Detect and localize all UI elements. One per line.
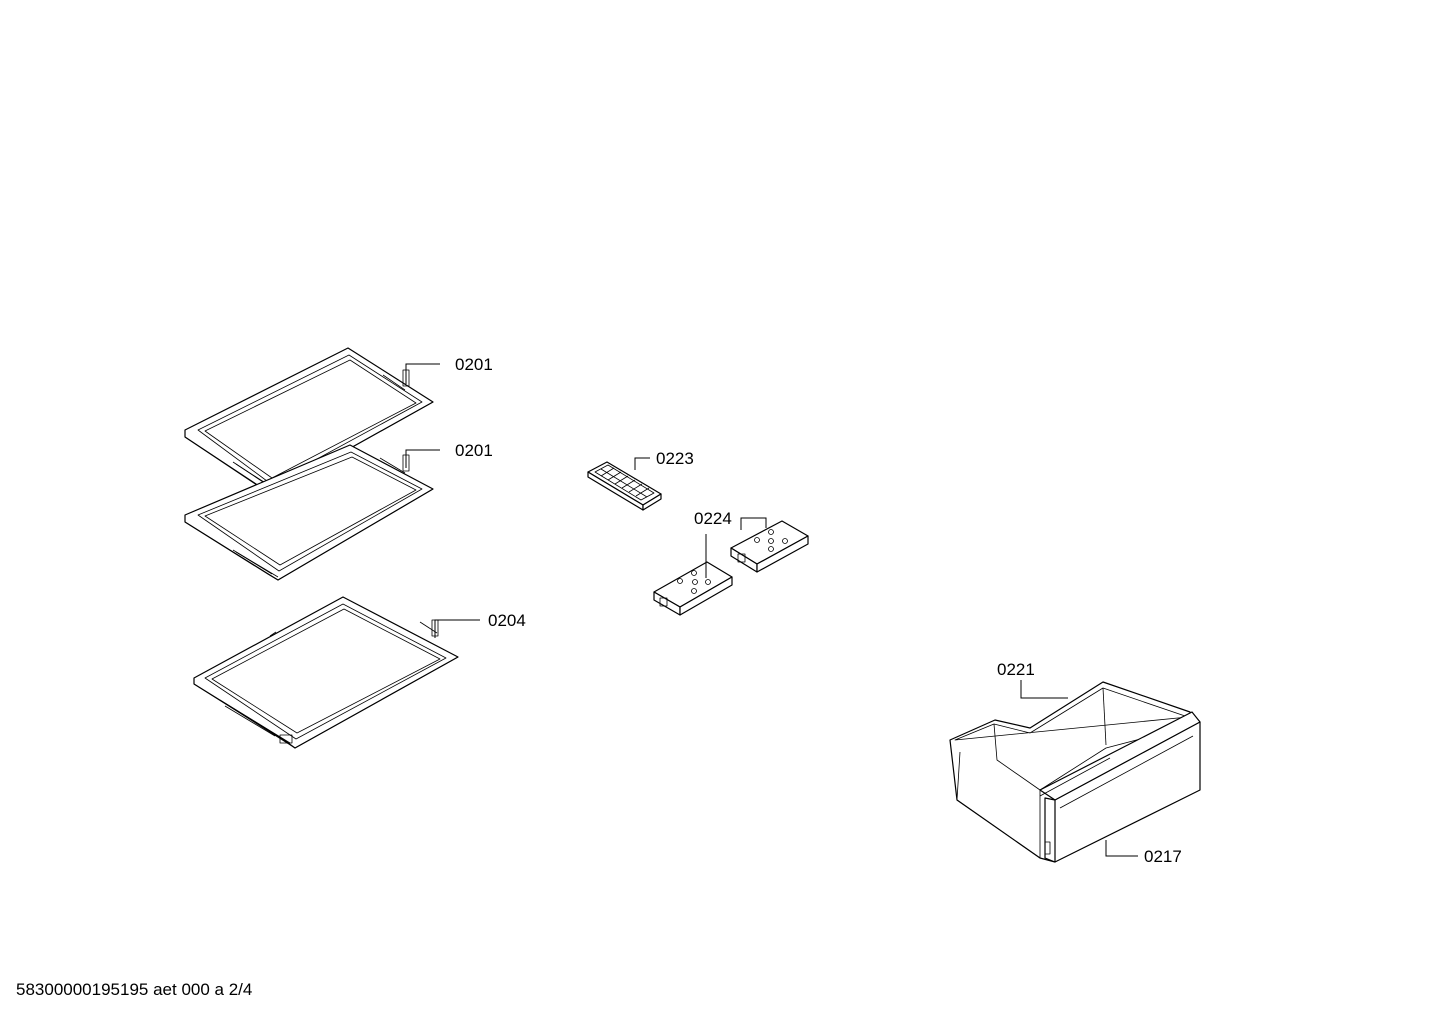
label-ice-tray: 0223 xyxy=(656,449,694,468)
cold-pack-left[interactable] xyxy=(653,561,733,616)
label-shelf-top: 0201 xyxy=(455,355,493,374)
label-shelf-middle: 0201 xyxy=(455,441,493,460)
label-cold-packs: 0224 xyxy=(694,509,732,528)
glass-shelf-middle[interactable] xyxy=(184,444,434,581)
label-shelf-bottom: 0204 xyxy=(488,611,526,630)
label-drawer-body: 0221 xyxy=(997,660,1035,679)
leader-lines xyxy=(405,363,1138,857)
label-drawer-front: 0217 xyxy=(1144,847,1182,866)
glass-shelf-bottom[interactable] xyxy=(193,596,459,749)
ice-cube-tray[interactable] xyxy=(587,461,662,511)
vegetable-drawer[interactable] xyxy=(949,681,1201,863)
document-code: 58300000195195 aet 000 a 2/4 xyxy=(16,980,253,999)
cold-pack-right[interactable] xyxy=(730,520,809,573)
